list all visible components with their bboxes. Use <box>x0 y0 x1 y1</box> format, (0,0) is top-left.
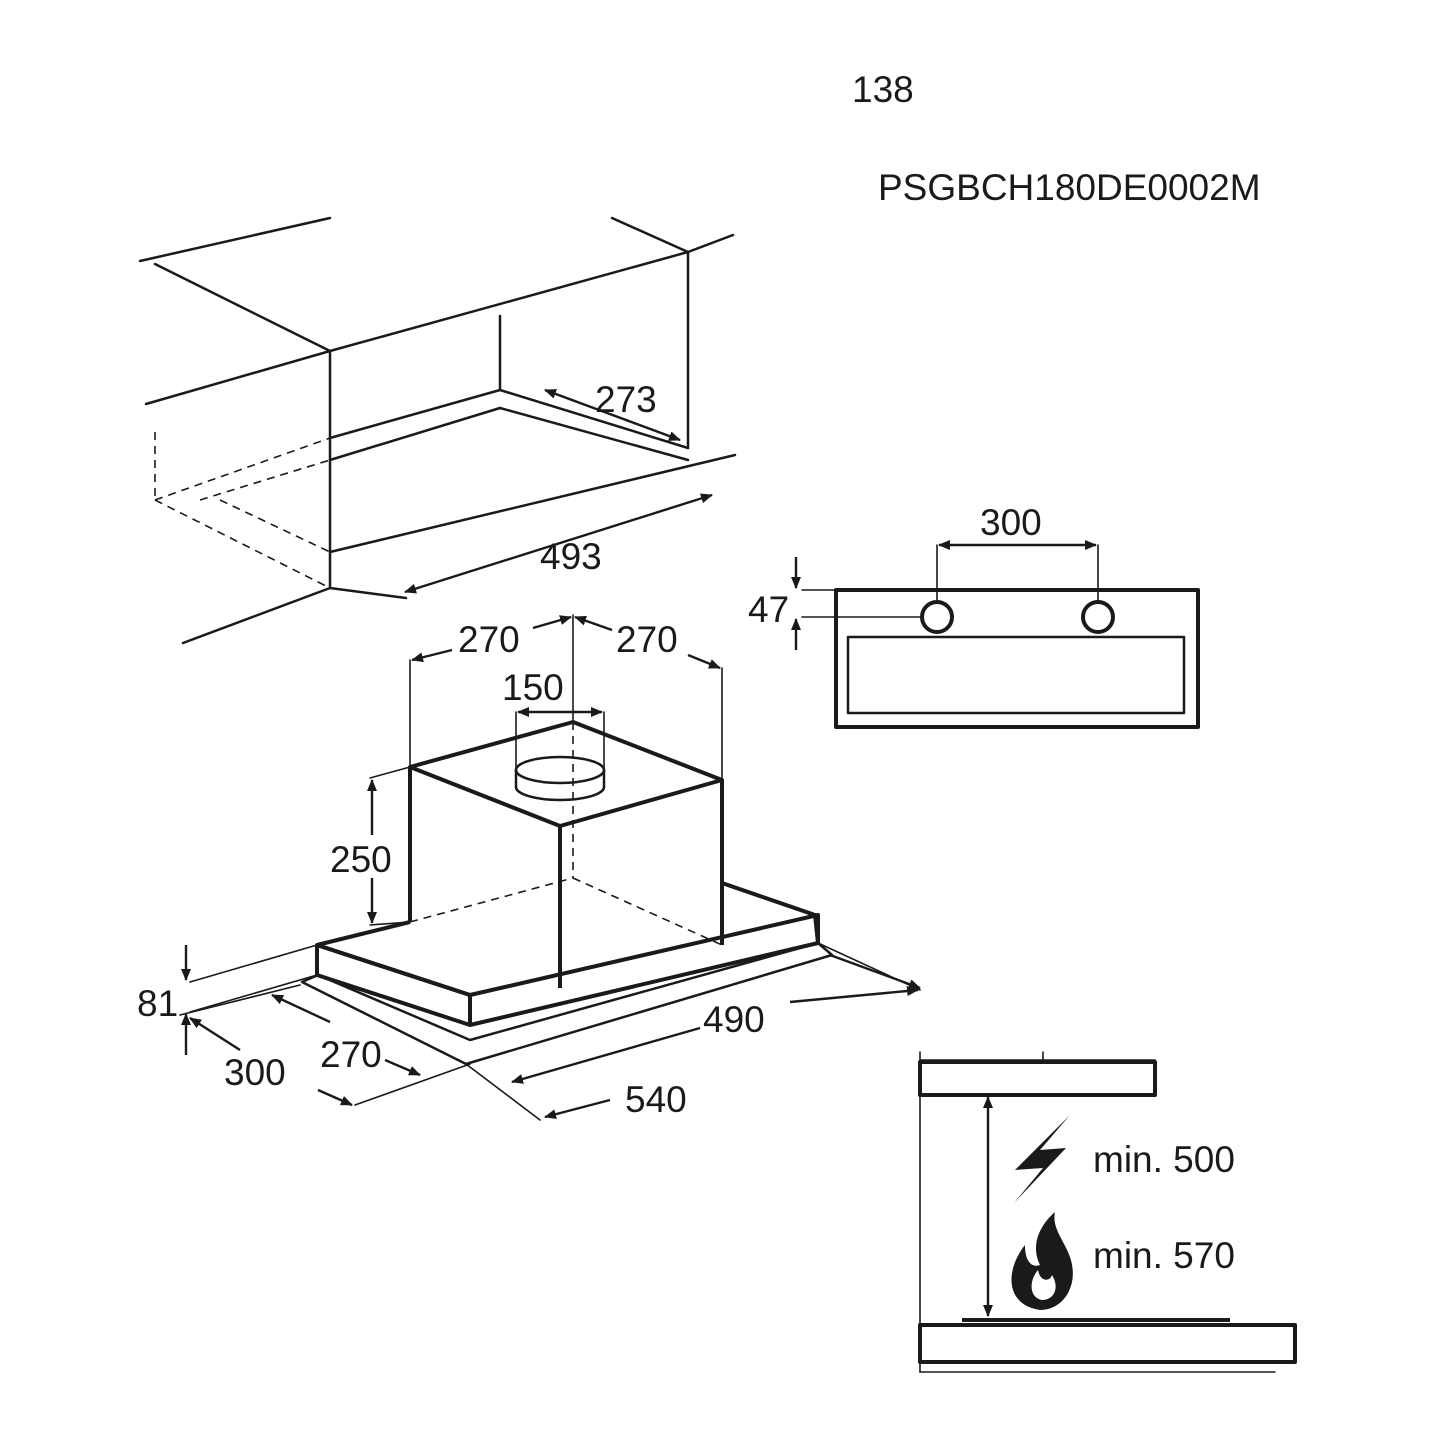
dim-270-top-left: 270 <box>458 619 520 660</box>
clearance-gas-label: min. 570 <box>1093 1235 1235 1276</box>
lightning-icon <box>1014 1115 1070 1203</box>
dim-273: 273 <box>595 379 657 420</box>
dim-150: 150 <box>502 667 564 708</box>
dim-250: 250 <box>330 839 392 880</box>
dim-493: 493 <box>540 536 602 577</box>
flame-icon <box>1011 1212 1073 1310</box>
clearance-view: min. 500 min. 570 <box>918 1051 1297 1373</box>
dim-270-top-right: 270 <box>616 619 678 660</box>
front-panel-view: 300 47 <box>748 502 1200 729</box>
drawing-code: PSGBCH180DE0002M <box>878 167 1261 208</box>
dim-300-duct-spacing: 300 <box>980 502 1042 543</box>
dim-540: 540 <box>625 1079 687 1120</box>
dim-300-bottom: 300 <box>224 1052 286 1093</box>
clearance-electric-label: min. 500 <box>1093 1139 1235 1180</box>
hood-iso-view: 270 270 150 250 81 490 270 300 540 <box>137 614 921 1121</box>
dim-81: 81 <box>137 983 178 1024</box>
page-number: 138 <box>852 69 914 110</box>
dim-270-bottom: 270 <box>320 1034 382 1075</box>
dim-490: 490 <box>703 999 765 1040</box>
dim-47: 47 <box>748 589 789 630</box>
cabinet-view: 273 493 <box>138 216 737 645</box>
